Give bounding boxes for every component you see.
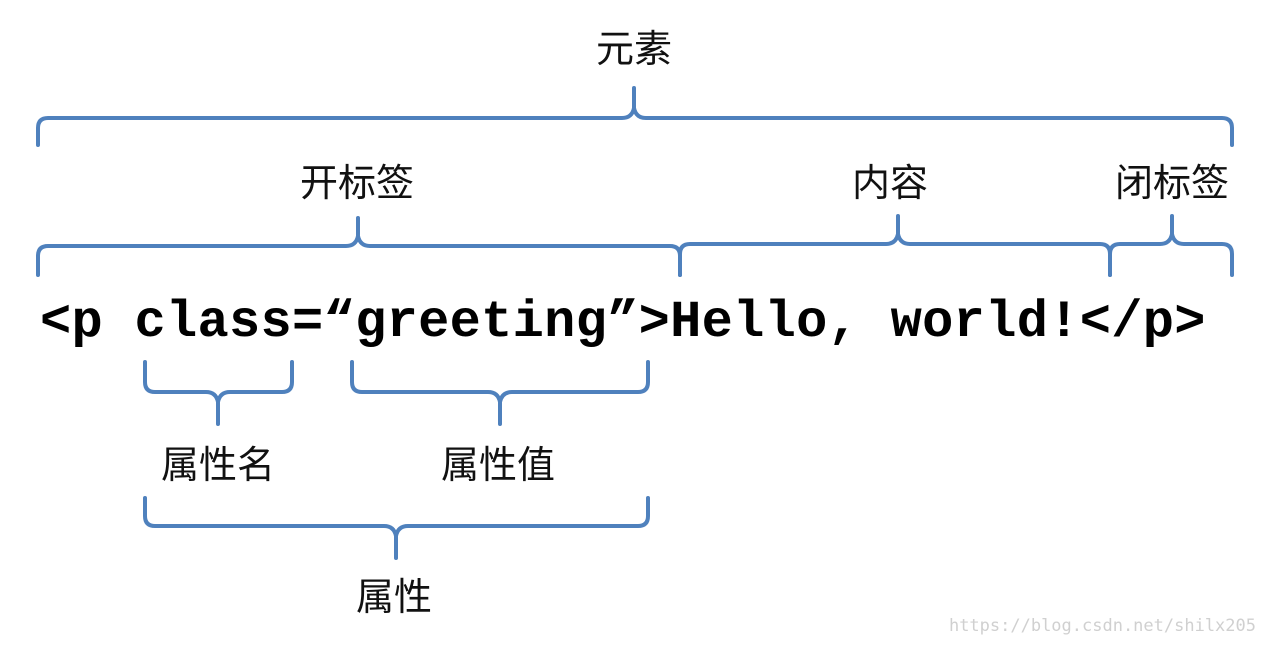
code-open-tag-end: > bbox=[638, 293, 671, 352]
element-label: 元素 bbox=[595, 27, 673, 71]
element-brace bbox=[36, 86, 1234, 147]
content-brace bbox=[678, 214, 1112, 277]
attr-value-label: 属性值 bbox=[440, 443, 556, 487]
code-close-tag: </p> bbox=[1079, 293, 1206, 352]
content-label: 内容 bbox=[851, 161, 929, 205]
start-tag-brace bbox=[36, 216, 682, 277]
attr-name-label: 属性名 bbox=[160, 443, 276, 487]
end-tag-label: 闭标签 bbox=[1114, 161, 1230, 205]
html-code-line: <p class=“greeting”>Hello, world!</p> bbox=[40, 297, 1206, 349]
end-tag-brace bbox=[1108, 214, 1234, 277]
start-tag-label: 开标签 bbox=[299, 161, 415, 205]
code-open-tag-start: <p bbox=[40, 293, 135, 352]
attr-value-brace bbox=[350, 360, 650, 426]
code-content: Hello, world! bbox=[670, 293, 1080, 352]
code-attr-name: class bbox=[134, 293, 293, 352]
attribute-label: 属性 bbox=[355, 575, 433, 619]
code-attr-value: “greeting” bbox=[323, 293, 639, 352]
attribute-brace bbox=[143, 496, 650, 560]
attr-name-brace bbox=[143, 360, 294, 426]
code-equals: = bbox=[292, 293, 324, 352]
watermark-text: https://blog.csdn.net/shilx205 bbox=[948, 616, 1256, 636]
